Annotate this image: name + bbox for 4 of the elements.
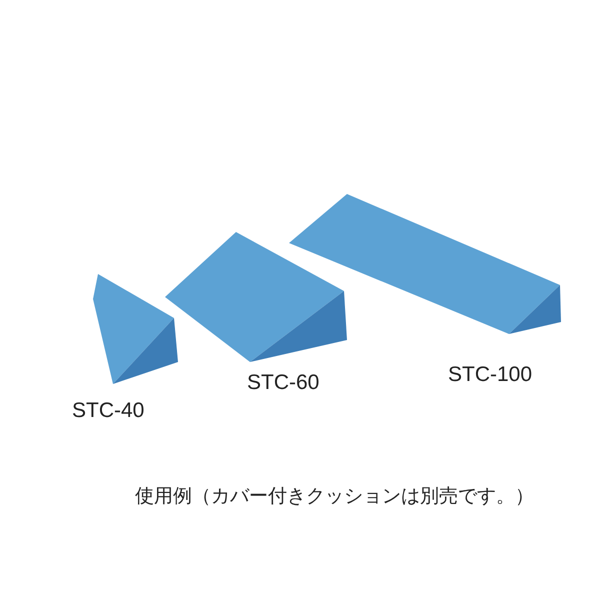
caption: 使用例（カバー付きクッションは別売です。） [135,487,534,506]
model-label: STC-40 [72,400,144,421]
model-label: STC-60 [247,372,320,393]
model-label: STC-100 [448,364,532,385]
